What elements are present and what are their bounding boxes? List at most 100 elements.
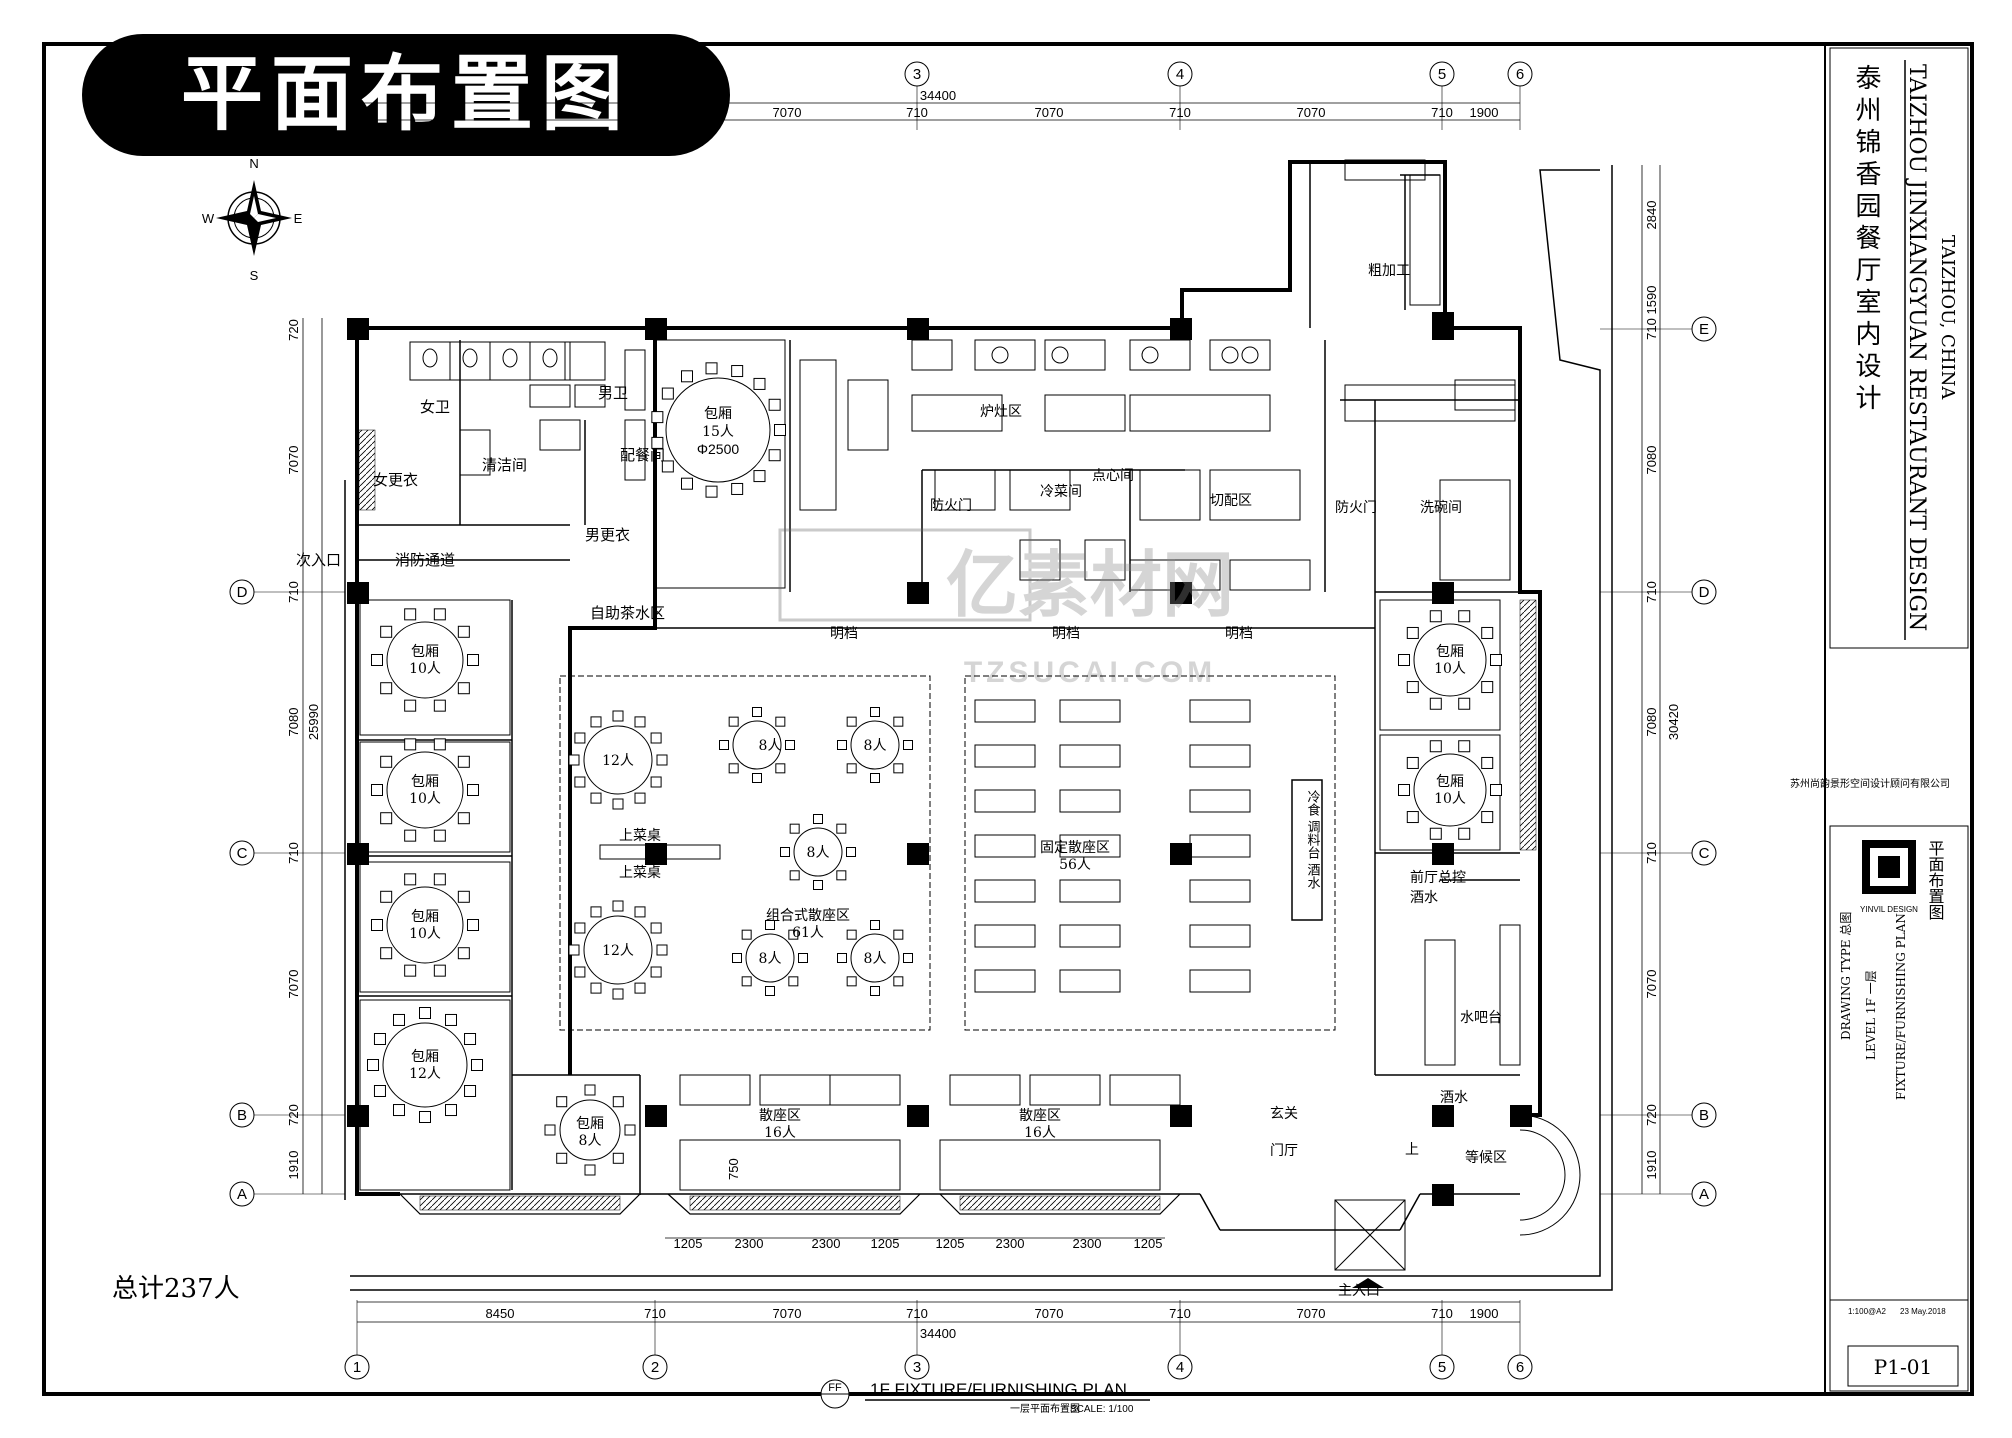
room-female-locker: 女更衣 (373, 471, 418, 489)
booth-seat (1059, 699, 1121, 723)
chair (445, 1104, 457, 1117)
hall-table-12-b: 12人 (602, 943, 634, 959)
svg-text:6: 6 (1516, 1359, 1524, 1376)
chair (464, 1033, 477, 1045)
chair (728, 763, 739, 774)
hall-table-8-c: 8人 (807, 845, 830, 861)
chair (380, 625, 393, 638)
dim-seat-1: 2300 (735, 1236, 764, 1251)
hall-fixed-seats: 56人 (1059, 857, 1091, 873)
axis-top-5: 5 (1429, 61, 1455, 87)
chair (731, 365, 744, 378)
sheet-number: P1-01 (1874, 1355, 1932, 1379)
chair (1481, 811, 1494, 824)
chair (753, 470, 766, 483)
room-secondary-entrance: 次入口 (296, 551, 341, 569)
svg-text:3: 3 (913, 66, 921, 83)
axis-left-b: B (229, 1102, 255, 1128)
chair (1481, 626, 1494, 639)
axis-right-a: A (1691, 1181, 1717, 1207)
chair (568, 754, 580, 766)
chair (612, 1096, 624, 1108)
chair (752, 773, 762, 783)
chair (846, 716, 857, 727)
hall-boundaries (559, 675, 1336, 1031)
chair (719, 740, 729, 750)
axis-bottom-1: 1 (344, 1354, 370, 1380)
chair (433, 699, 446, 712)
chair (467, 654, 479, 666)
dim-left-4: 710 (286, 842, 301, 864)
axis-right-d: D (1691, 579, 1717, 605)
booth-seat (1189, 834, 1251, 858)
axis-left-d: D (229, 579, 255, 605)
room-pantry: 配餐间 (620, 446, 665, 464)
chair (457, 682, 470, 695)
chair (373, 1033, 386, 1045)
dim-bot-2: 7070 (773, 1306, 802, 1321)
chair (371, 654, 383, 666)
chair (404, 699, 417, 712)
room-open-c: 明档 (1225, 626, 1253, 642)
dim-bot-6: 7070 (1297, 1306, 1326, 1321)
dim-bot-5: 710 (1169, 1306, 1191, 1321)
room-fire-passage: 消防通道 (395, 551, 455, 569)
dim-left-total: 25990 (306, 704, 321, 740)
dim-top-2: 7070 (1035, 105, 1064, 120)
hall-combined-name: 组合式散座区 (766, 908, 850, 924)
room-female-wc: 女卫 (420, 398, 450, 416)
chair (753, 377, 766, 390)
chair (1490, 784, 1502, 796)
axis-top-6: 6 (1507, 61, 1533, 87)
company-logo: YINVIL DESIGN (1860, 905, 1918, 914)
chair (433, 873, 446, 886)
chair (656, 944, 668, 956)
chair (788, 976, 799, 987)
chair (380, 755, 393, 768)
chair (651, 436, 664, 449)
chair (584, 1164, 596, 1176)
dim-top-5: 710 (1431, 105, 1453, 120)
axis-right-b: B (1691, 1102, 1717, 1128)
svg-text:5: 5 (1438, 66, 1446, 83)
title-badge-text: 平面布置图 (180, 47, 631, 142)
chair (404, 964, 417, 977)
chair (584, 1084, 596, 1096)
dim-seat-2: 2300 (812, 1236, 841, 1251)
chair (775, 716, 786, 727)
chair (1406, 811, 1419, 824)
chair (656, 754, 668, 766)
dim-seat-6: 2300 (1073, 1236, 1102, 1251)
chair (467, 919, 479, 931)
chair (419, 1111, 431, 1123)
dim-right-2: 710 (1644, 318, 1659, 340)
hall-table-8-b: 8人 (864, 738, 887, 754)
chair (1398, 784, 1410, 796)
chair (1458, 827, 1471, 840)
kitchen (799, 159, 1516, 591)
dim-right-4: 710 (1644, 581, 1659, 603)
waiting: 等候区 (1465, 1149, 1507, 1166)
chair (590, 906, 602, 918)
drawing-plan: FIXTURE/FURNISHING PLAN (1894, 913, 1908, 1100)
axis-top-4: 4 (1167, 61, 1193, 87)
chair (612, 710, 624, 722)
svg-text:E: E (1699, 321, 1709, 338)
booth-seat (1059, 969, 1121, 993)
dim-bot-4: 7070 (1035, 1306, 1064, 1321)
chair (893, 976, 904, 987)
dim-right-0: 2840 (1644, 201, 1659, 230)
hall-buffet-2: 上菜桌 (619, 865, 661, 881)
booth-seat (1059, 789, 1121, 813)
chair (1458, 740, 1471, 753)
chair (705, 362, 718, 375)
chair (393, 1013, 405, 1026)
svg-text:A: A (1699, 1186, 1709, 1203)
chair (768, 449, 781, 462)
compass-e: E (294, 211, 303, 226)
room-washing: 洗碗间 (1420, 500, 1462, 516)
chair (367, 1059, 379, 1071)
total-capacity: 总计237人 (112, 1274, 240, 1304)
chair (574, 966, 586, 978)
svg-text:A: A (237, 1186, 247, 1203)
